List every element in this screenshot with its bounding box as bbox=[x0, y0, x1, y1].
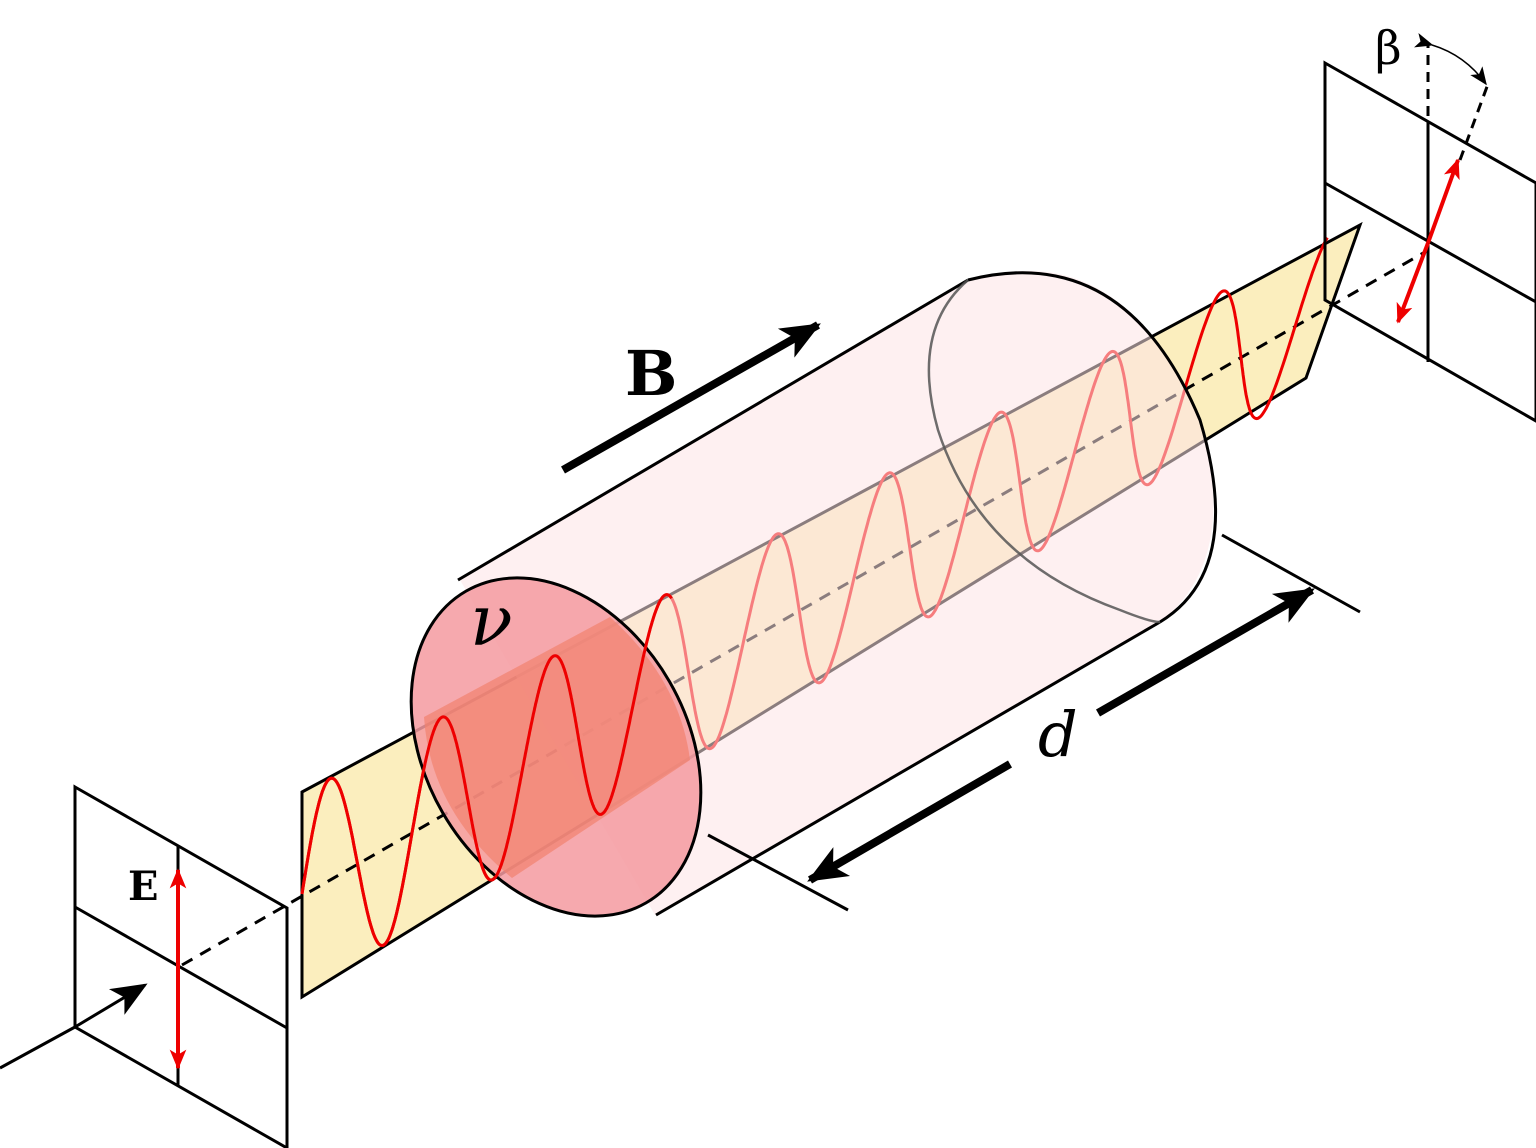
rotated-e-field-arrow-icon bbox=[1396, 158, 1460, 324]
b-field-label: B bbox=[625, 337, 677, 410]
cylinder-top-edge bbox=[457, 278, 969, 582]
length-label: d bbox=[1038, 698, 1078, 771]
cylinder-back-hidden-rim bbox=[927, 279, 1161, 624]
input-arrow-icon bbox=[0, 983, 148, 1070]
cylinder-bottom-edge bbox=[655, 620, 1161, 917]
light-wave-front bbox=[300, 593, 673, 947]
angle-label: β bbox=[1375, 21, 1402, 75]
length-dimension bbox=[707, 533, 1361, 912]
e-field-label: E bbox=[128, 863, 159, 910]
cylinder-back-rim bbox=[967, 271, 1217, 624]
output-polarizer-window bbox=[1323, 60, 1536, 423]
magneto-optic-medium bbox=[409, 270, 1217, 918]
rotation-angle-indicator bbox=[1414, 33, 1490, 161]
face-beam-overlap bbox=[424, 617, 690, 878]
input-polarizer-window bbox=[73, 784, 289, 1148]
verdet-label: ν bbox=[470, 580, 513, 662]
b-field-arrow-icon bbox=[561, 321, 821, 474]
